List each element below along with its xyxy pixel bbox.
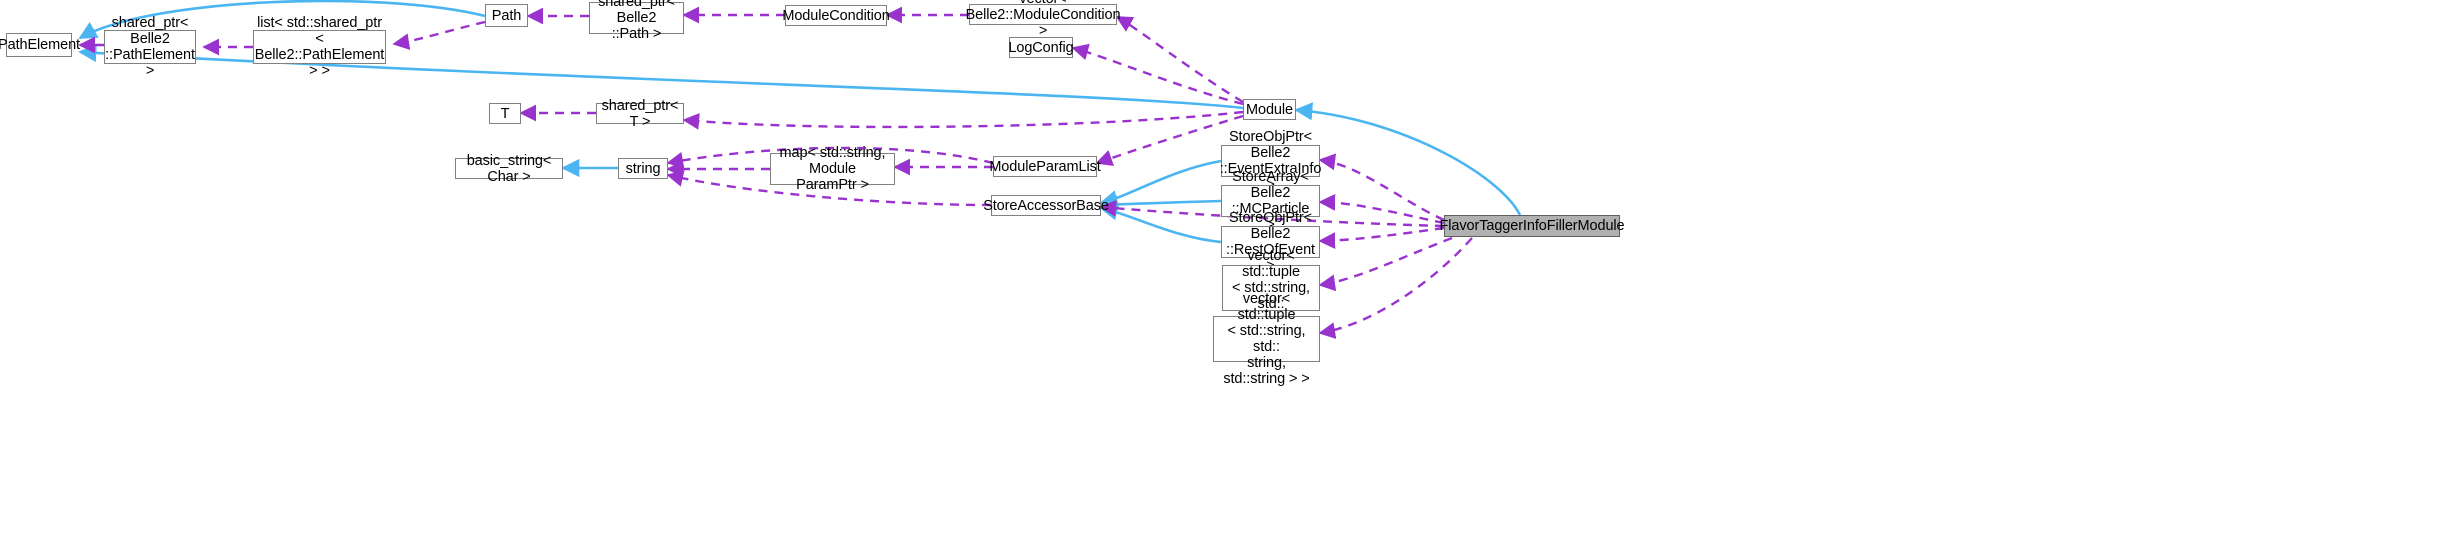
node-log-config[interactable]: LogConfig bbox=[1008, 37, 1074, 58]
node-t[interactable]: T bbox=[489, 103, 521, 124]
edge-flavortagger-to-storearray-mcp bbox=[1318, 193, 1445, 225]
edge-flavortagger-to-module bbox=[1294, 102, 1522, 216]
node-module-condition[interactable]: ModuleCondition bbox=[782, 5, 890, 26]
node-map-string-moduleparamptr[interactable]: map< std::string, Module ParamPtr > bbox=[770, 145, 895, 193]
node-shared-ptr-pathelement[interactable]: shared_ptr< Belle2 ::PathElement > bbox=[104, 15, 196, 79]
node-list-shared-ptr-pathelement[interactable]: list< std::shared_ptr < Belle2::PathElem… bbox=[253, 15, 386, 79]
edge-module-to-sharedptr-t bbox=[682, 110, 1244, 130]
node-flavortaggerinfofillermodule[interactable]: FlavorTaggerInfoFillerModule bbox=[1440, 215, 1625, 237]
node-pathelement[interactable]: PathElement bbox=[0, 33, 80, 57]
node-shared-ptr-path[interactable]: shared_ptr< Belle2 ::Path > bbox=[589, 0, 684, 42]
node-store-accessor-base[interactable]: StoreAccessorBase bbox=[983, 195, 1109, 216]
node-module[interactable]: Module bbox=[1243, 99, 1296, 120]
node-basic-string-char[interactable]: basic_string< Char > bbox=[455, 153, 563, 185]
node-shared-ptr-t[interactable]: shared_ptr< T > bbox=[596, 98, 684, 130]
edge-module-to-vec-modulecond bbox=[1115, 15, 1244, 104]
edge-storeobj-eei-to-base bbox=[1099, 159, 1222, 208]
edge-storearray-mcp-to-base bbox=[1099, 195, 1222, 214]
edge-flavortagger-to-vec-tuple3 bbox=[1318, 237, 1473, 339]
edge-flavortagger-to-storeobj-roe bbox=[1318, 226, 1445, 250]
edge-flavortagger-to-storeobj-eei bbox=[1318, 153, 1445, 222]
node-path[interactable]: Path bbox=[485, 4, 528, 27]
edge-storeobj-roe-to-base bbox=[1099, 202, 1222, 244]
node-module-param-list[interactable]: ModuleParamList bbox=[989, 156, 1101, 177]
edge-flavortagger-to-vec-tuple2 bbox=[1318, 236, 1453, 292]
node-vector-module-condition[interactable]: vector< Belle2::ModuleCondition > bbox=[966, 0, 1121, 39]
edge-path-to-list bbox=[392, 20, 486, 50]
node-string[interactable]: string bbox=[618, 158, 668, 179]
edge-module-to-logconfig bbox=[1071, 43, 1244, 106]
node-vector-tuple-string-string-string[interactable]: vector< std::tuple < std::string, std:: … bbox=[1213, 291, 1320, 387]
